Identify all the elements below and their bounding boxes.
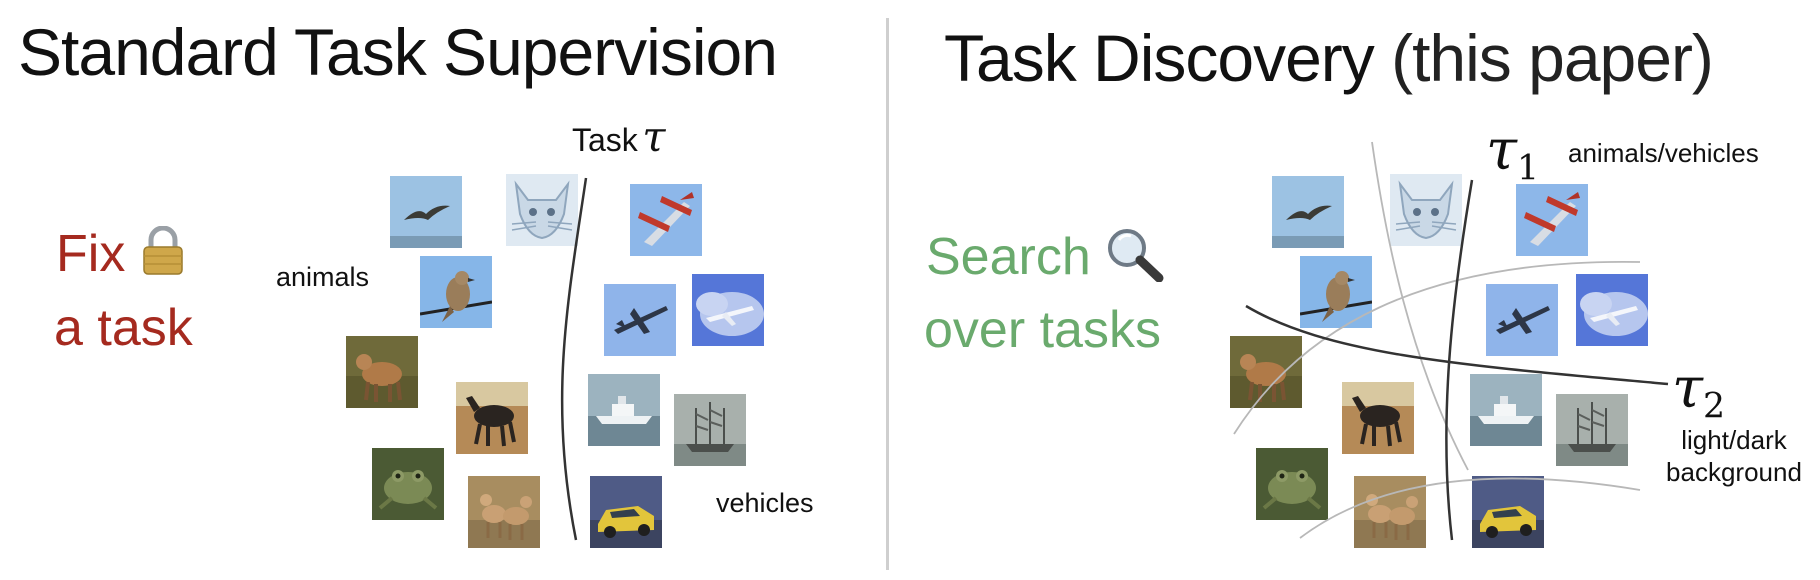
image-bird-on-wire <box>420 256 492 328</box>
task-header: Task τ <box>572 112 666 161</box>
tau2-description: light/dark background <box>1650 424 1818 488</box>
image-bird-flying <box>1272 176 1344 248</box>
image-deer <box>1230 336 1302 408</box>
image-ship-white <box>588 374 660 446</box>
tau2-char: τ <box>1672 356 1703 421</box>
image-biplane <box>630 184 702 256</box>
image-horse <box>456 382 528 454</box>
search-label: Search <box>926 228 1091 287</box>
tau2-index: 2 <box>1702 386 1726 427</box>
image-deer-pair <box>468 476 540 548</box>
image-bird-flying <box>390 176 462 248</box>
image-airliner-clouds <box>1576 274 1648 346</box>
right-title-main: Task Discovery <box>944 21 1375 95</box>
tau2-symbol: τ2 <box>1672 356 1725 426</box>
tau1-symbol: τ1 <box>1486 118 1539 188</box>
image-airliner-clouds <box>692 274 764 346</box>
image-yellow-car <box>590 476 662 548</box>
image-airplane-blue <box>604 284 676 356</box>
image-horse <box>1342 382 1414 454</box>
tau1-index: 1 <box>1516 148 1540 189</box>
over-tasks-label: over tasks <box>924 301 1161 359</box>
tau2-desc-line1: light/dark <box>1681 425 1787 455</box>
tau1-description: animals/vehicles <box>1568 138 1759 168</box>
image-deer <box>346 336 418 408</box>
animals-label: animals <box>276 262 370 292</box>
image-ship-white <box>1470 374 1542 446</box>
right-panel-title: Task Discovery (this paper) <box>944 20 1714 96</box>
image-cat <box>506 174 578 246</box>
image-frog <box>1256 448 1328 520</box>
image-bird-on-wire <box>1300 256 1372 328</box>
right-title-paren: (this paper) <box>1391 21 1714 95</box>
fix-label: Fix <box>56 225 126 283</box>
task-discovery-panel: Task Discovery (this paper) Search over … <box>890 0 1820 580</box>
image-frog <box>372 448 444 520</box>
padlock-icon <box>140 225 186 289</box>
search-label-row: Search <box>926 226 1165 295</box>
image-cat <box>1390 174 1462 246</box>
task-symbol: τ <box>642 112 666 161</box>
a-task-label: a task <box>54 299 193 357</box>
tau1-char: τ <box>1486 118 1517 183</box>
left-panel-title: Standard Task Supervision <box>18 15 778 89</box>
panel-divider <box>886 18 889 570</box>
image-yellow-car <box>1472 476 1544 548</box>
magnifier-icon <box>1105 226 1165 295</box>
image-deer-pair <box>1354 476 1426 548</box>
image-biplane <box>1516 184 1588 256</box>
image-sailing-ship <box>1556 394 1628 466</box>
tau2-desc-line2: background <box>1666 457 1802 487</box>
image-sailing-ship <box>674 394 746 466</box>
image-airplane-blue <box>1486 284 1558 356</box>
vehicles-label: vehicles <box>716 488 814 518</box>
standard-supervision-panel: Standard Task Supervision Fix a task ani… <box>0 0 884 580</box>
fix-label-row: Fix <box>56 224 186 289</box>
task-label: Task <box>572 122 638 158</box>
